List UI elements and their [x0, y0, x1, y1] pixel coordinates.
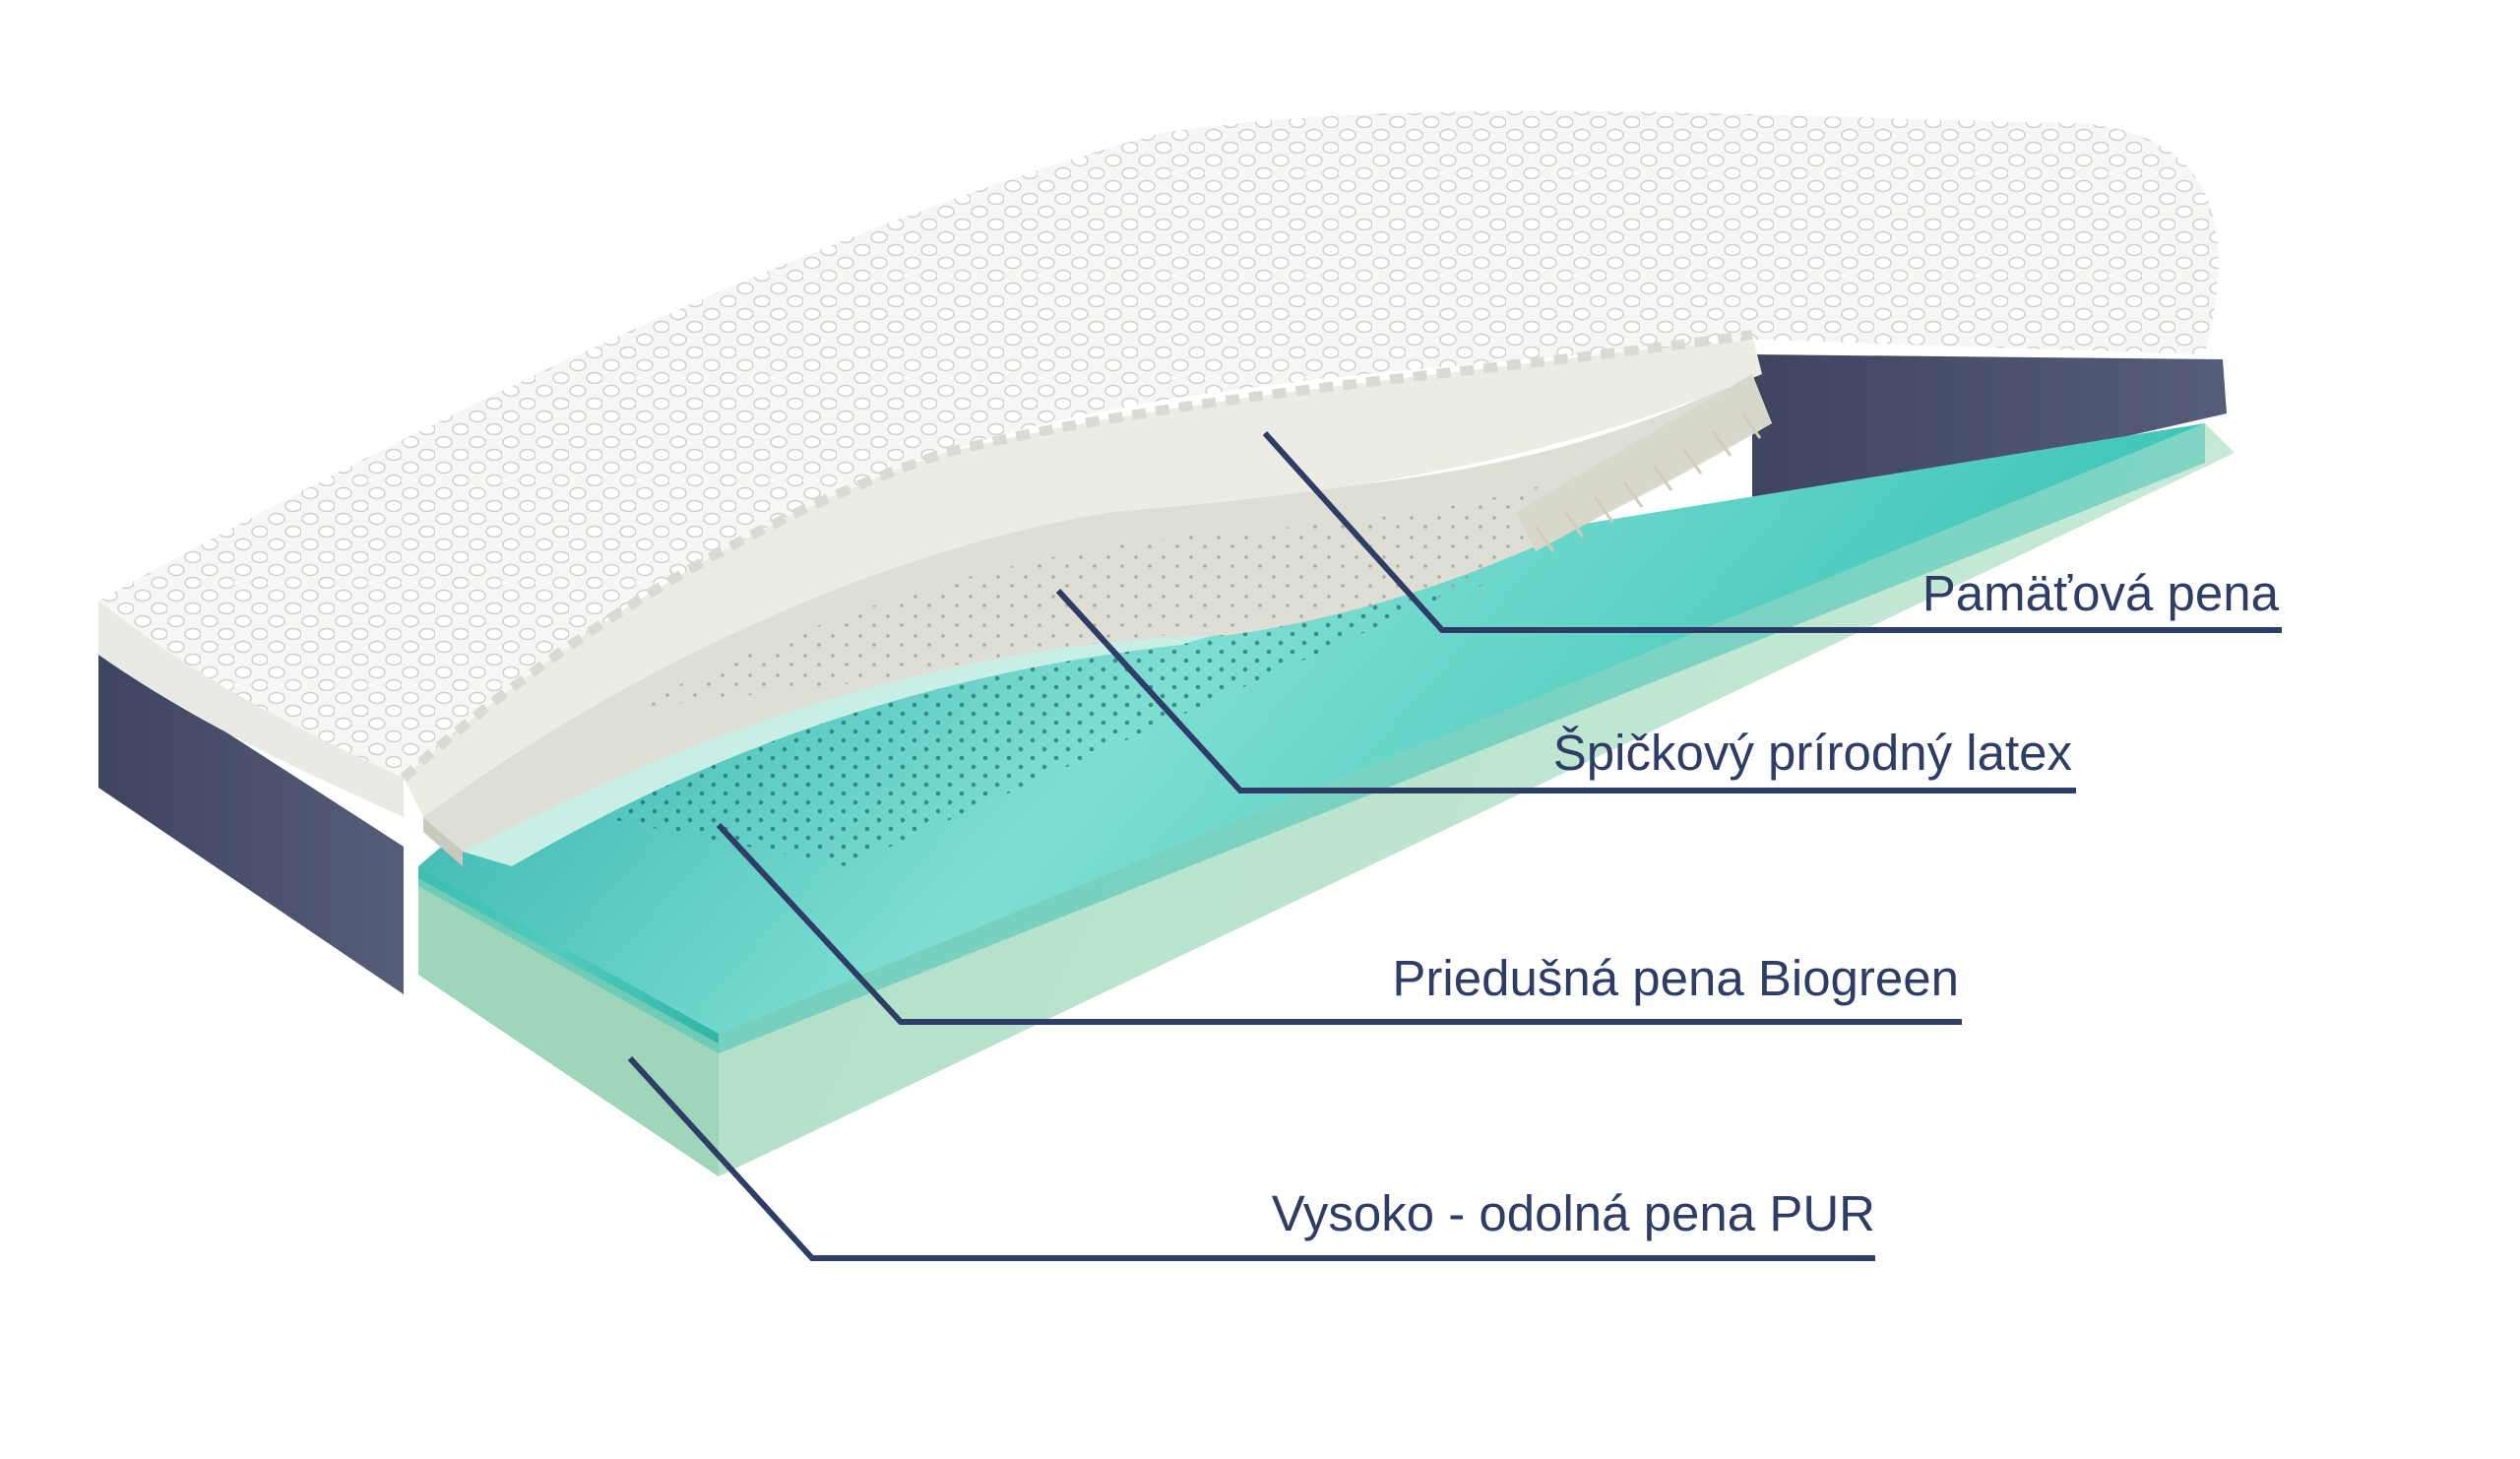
knit-cover	[98, 110, 2219, 788]
pur-foam-front	[418, 866, 719, 1176]
latex-front-edge	[423, 817, 463, 866]
callout-line-latex	[1055, 588, 2076, 793]
memory-foam-layer	[404, 335, 1762, 817]
biogreen-foam-holes	[551, 591, 1457, 866]
latex-edge-strip	[463, 630, 1230, 866]
memory-foam-ridges	[1534, 412, 1762, 552]
biogreen-foam-top	[418, 423, 2205, 1034]
latex-perforation	[630, 463, 1614, 709]
mattress-side-fabric-left	[98, 650, 404, 994]
callout-line-pur	[627, 1055, 1875, 1261]
layer-label-pur: Vysoko - odolná pena PUR	[1271, 1185, 1875, 1241]
knit-cover-front-edge	[98, 601, 404, 817]
callout-line-memory-foam	[1262, 430, 2282, 633]
callout-line-biogreen	[716, 822, 1962, 1025]
layer-label-biogreen: Priedušná pena Biogreen	[1392, 950, 1959, 1006]
callout-lines	[627, 430, 2282, 1261]
knit-cover-scallop	[400, 330, 1753, 782]
layer-label-memory-foam: Pamäťová pena	[1922, 565, 2279, 621]
layer-label-latex: Špičkový prírodný latex	[1552, 725, 2072, 781]
memory-foam-edge	[1516, 374, 1772, 551]
